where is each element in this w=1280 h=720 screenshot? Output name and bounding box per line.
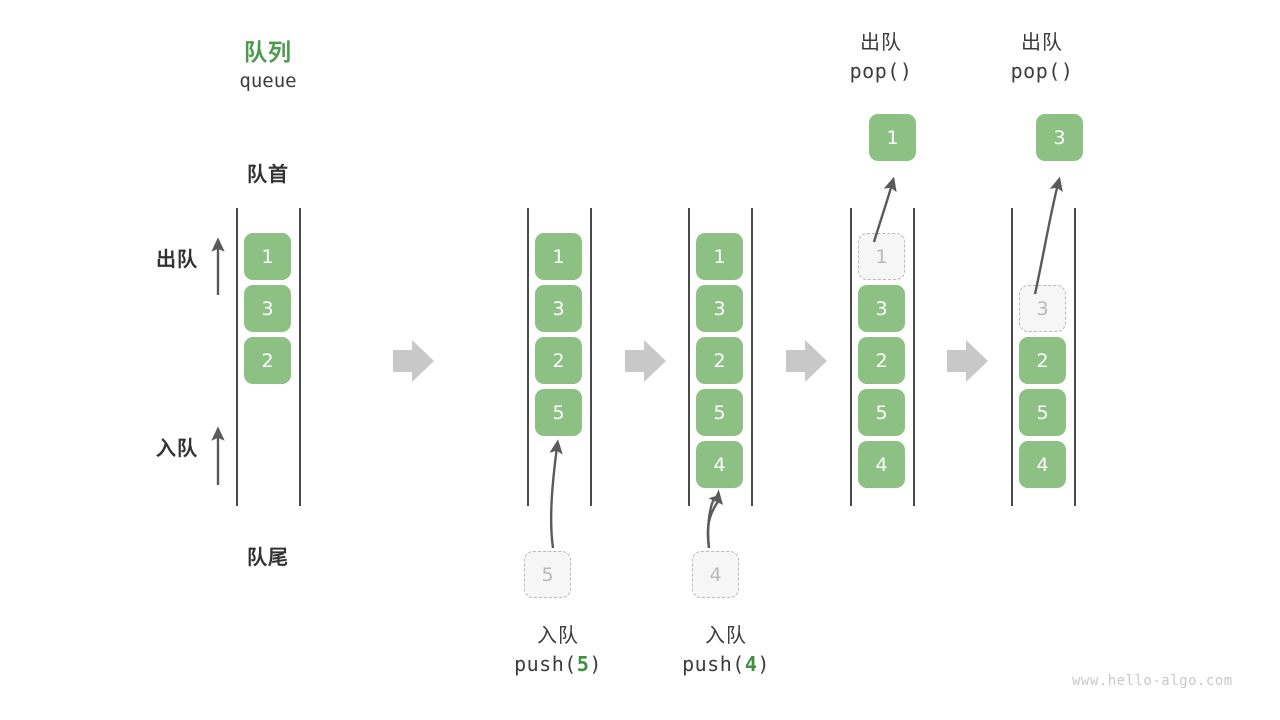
queue-rail-left-col2 [527, 208, 529, 506]
code-suffix: ) [1060, 59, 1074, 83]
queue-rail-right-col1 [299, 208, 301, 506]
diagram-title-en: queue [239, 70, 297, 92]
operation-caption-cn: 出队 [1021, 30, 1063, 54]
operation-caption-code: pop() [952, 57, 1132, 86]
popped-element: 3 [1036, 114, 1083, 161]
queue-cell: 5 [535, 389, 582, 436]
step-arrow-icon-2 [625, 340, 666, 382]
pop-curve-arrow-icon-3 [1033, 176, 1063, 295]
queue-cell: 5 [696, 389, 743, 436]
watermark: www.hello-algo.com [1072, 673, 1233, 689]
queue-rail-left-col4 [850, 208, 852, 506]
queue-cell: 3 [696, 285, 743, 332]
queue-rail-right-col2 [590, 208, 592, 506]
step-arrow-icon-1 [393, 340, 434, 382]
operation-caption-code: pop() [791, 57, 971, 86]
queue-cell-ghost: 3 [1019, 285, 1066, 332]
push-curve-arrow-icon-5 [549, 439, 563, 549]
code-arg: 4 [744, 652, 758, 676]
code-suffix: ) [589, 652, 602, 676]
operation-caption-cn: 入队 [537, 623, 579, 647]
queue-rail-left-col3 [688, 208, 690, 506]
code-arg: 5 [576, 652, 590, 676]
code-suffix: ) [757, 652, 770, 676]
queue-front-label: 队首 [247, 162, 289, 186]
step-arrow-icon-3 [786, 340, 827, 382]
operation-caption-pop-3: 出队 pop() [952, 28, 1132, 86]
operation-caption-code: push(5) [458, 650, 658, 679]
popped-element: 1 [869, 114, 916, 161]
queue-cell: 3 [535, 285, 582, 332]
queue-rail-right-col3 [751, 208, 753, 506]
queue-cell: 4 [696, 441, 743, 488]
queue-rail-right-col4 [913, 208, 915, 506]
operation-caption-pop-1: 出队 pop() [791, 28, 971, 86]
operation-caption-cn: 入队 [705, 623, 747, 647]
queue-rail-left-col5 [1011, 208, 1013, 506]
queue-cell: 3 [244, 285, 291, 332]
step-arrow-icon-4 [947, 340, 988, 382]
code-prefix: pop( [1010, 59, 1061, 83]
queue-cell: 5 [858, 389, 905, 436]
code-prefix: pop( [849, 59, 900, 83]
code-prefix: push( [682, 652, 745, 676]
queue-cell: 5 [1019, 389, 1066, 436]
diagram-title-cn: 队列 [244, 40, 292, 66]
queue-cell: 1 [535, 233, 582, 280]
push-curve-arrow-icon-4 [706, 489, 724, 549]
queue-rail-left-col1 [236, 208, 238, 506]
queue-cell: 2 [535, 337, 582, 384]
queue-cell: 2 [696, 337, 743, 384]
incoming-element-ghost: 4 [692, 551, 739, 598]
operation-caption-cn: 出队 [860, 30, 902, 54]
queue-cell: 2 [1019, 337, 1066, 384]
queue-rail-right-col5 [1074, 208, 1076, 506]
dequeue-direction-label: 出队 [156, 247, 198, 271]
queue-cell: 1 [696, 233, 743, 280]
code-suffix: ) [899, 59, 913, 83]
queue-cell: 3 [858, 285, 905, 332]
code-prefix: push( [514, 652, 577, 676]
queue-cell: 2 [858, 337, 905, 384]
operation-caption-push-4: 入队 push(4) [626, 621, 826, 679]
queue-cell: 4 [858, 441, 905, 488]
queue-cell: 4 [1019, 441, 1066, 488]
operation-caption-code: push(4) [626, 650, 826, 679]
operation-caption-push-5: 入队 push(5) [458, 621, 658, 679]
enqueue-direction-label: 入队 [156, 436, 198, 460]
queue-rear-label: 队尾 [247, 545, 289, 569]
queue-cell: 2 [244, 337, 291, 384]
queue-cell: 1 [244, 233, 291, 280]
queue-cell-ghost: 1 [858, 233, 905, 280]
incoming-element-ghost: 5 [524, 551, 571, 598]
